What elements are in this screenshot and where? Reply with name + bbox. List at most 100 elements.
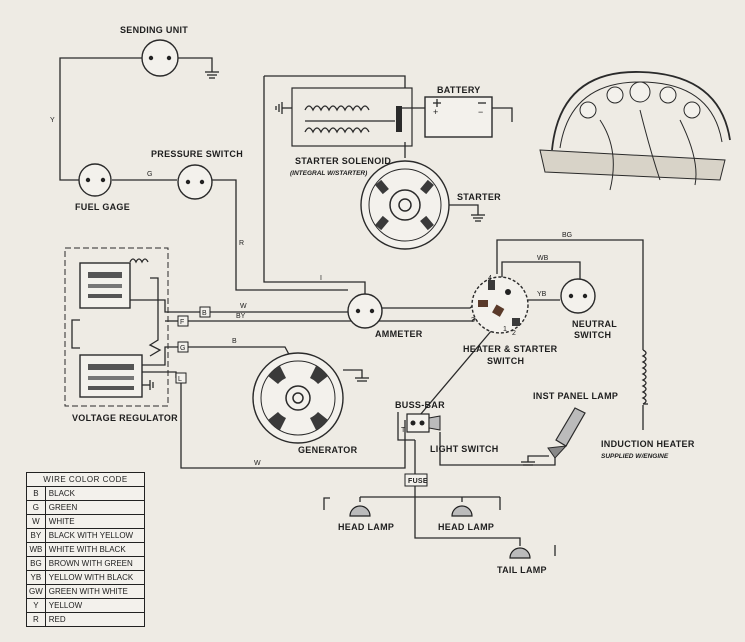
neutral-switch <box>560 278 596 314</box>
legend-color-name: RED <box>44 612 146 627</box>
wire-by <box>188 311 485 322</box>
light-switch <box>397 412 441 441</box>
tail-lamp <box>509 545 556 559</box>
sending-unit <box>141 39 219 79</box>
legend-code: R <box>26 612 46 627</box>
label-starter: STARTER <box>457 192 501 202</box>
tag-minus: − <box>478 107 483 117</box>
wire-tags: Y G R I W BY B W BG WB YB B F G L + − T … <box>50 107 572 467</box>
tag-r: R <box>239 240 244 247</box>
legend-color-name: BLACK <box>44 486 146 501</box>
legend-code: GW <box>26 584 46 599</box>
tag-w-bottom: W <box>254 460 261 467</box>
label-sending-unit: SENDING UNIT <box>120 25 188 35</box>
legend-code: Y <box>26 598 46 613</box>
label-neutral-switch-2: SWITCH <box>574 330 611 340</box>
legend-code: G <box>26 500 46 515</box>
label-buss-bar: BUSS-BAR <box>395 400 445 410</box>
wires <box>59 57 644 546</box>
legend-color-name: BLACK WITH YELLOW <box>44 528 146 543</box>
tag-i: I <box>320 275 322 282</box>
legend-color-name: YELLOW <box>44 598 146 613</box>
legend-code: B <box>26 486 46 501</box>
tag-y: Y <box>50 117 55 124</box>
label-inst-panel-lamp: INST PANEL LAMP <box>533 391 618 401</box>
label-heater-starter-switch-1: HEATER & STARTER <box>463 344 558 354</box>
label-starter-solenoid: STARTER SOLENOID <box>295 156 391 166</box>
legend-code: W <box>26 514 46 529</box>
component-labels: SENDING UNIT PRESSURE SWITCH FUEL GAGE B… <box>72 25 695 575</box>
legend-code: BY <box>26 528 46 543</box>
label-induction-heater-note: SUPPLIED W/ENGINE <box>601 453 669 460</box>
legend-color-name: BROWN WITH GREEN <box>44 556 146 571</box>
label-heater-starter-switch-2: SWITCH <box>487 356 524 366</box>
tag-switch-t: T <box>401 427 406 434</box>
label-neutral-switch-1: NEUTRAL <box>572 319 617 329</box>
label-fuel-gage: FUEL GAGE <box>75 202 130 212</box>
head-lamp-left <box>323 497 371 517</box>
label-voltage-regulator: VOLTAGE REGULATOR <box>72 413 178 423</box>
head-lamp-right <box>451 497 501 517</box>
tag-yb: YB <box>537 291 547 298</box>
legend-color-name: GREEN WITH WHITE <box>44 584 146 599</box>
tag-term-l: L <box>178 376 182 383</box>
starter <box>360 160 485 250</box>
inst-panel-lamp <box>521 407 586 466</box>
tag-plus: + <box>433 107 438 117</box>
voltage-regulator <box>64 247 200 407</box>
fuse <box>404 473 428 487</box>
tag-term-b: B <box>202 310 207 317</box>
ammeter <box>347 293 383 329</box>
label-light-switch: LIGHT SWITCH <box>430 444 499 454</box>
fuel-gage <box>78 163 112 197</box>
wire-r <box>212 179 348 291</box>
tag-bg: BG <box>562 232 572 239</box>
label-generator: GENERATOR <box>298 445 358 455</box>
wire-y <box>59 57 143 181</box>
legend-code: YB <box>26 570 46 585</box>
legend-color-name: GREEN <box>44 500 146 515</box>
battery <box>424 96 493 138</box>
regulator-terminals <box>175 306 211 384</box>
tag-b-gen: B <box>232 338 237 345</box>
tag-term-f: F <box>180 319 184 326</box>
tag-by: BY <box>236 313 246 320</box>
generator <box>252 352 369 444</box>
tag-switch-1: 1 <box>503 326 507 333</box>
dashboard-illustration <box>539 71 731 191</box>
wire-solenoid-loop <box>264 75 406 88</box>
tag-wb: WB <box>537 255 549 262</box>
label-head-lamp-right: HEAD LAMP <box>438 522 494 532</box>
tag-term-g: G <box>180 345 185 352</box>
label-battery: BATTERY <box>437 85 481 95</box>
wire-fuse-tail <box>414 486 521 546</box>
legend-title: WIRE COLOR CODE <box>26 472 145 487</box>
label-pressure-switch: PRESSURE SWITCH <box>151 149 243 159</box>
tag-switch-4: 4 <box>488 275 492 282</box>
label-starter-solenoid-note: (INTEGRAL W/STARTER) <box>290 170 367 177</box>
legend-color-name: YELLOW WITH BLACK <box>44 570 146 585</box>
label-induction-heater: INDUCTION HEATER <box>601 439 695 449</box>
legend-code: BG <box>26 556 46 571</box>
label-head-lamp-left: HEAD LAMP <box>338 522 394 532</box>
wire-wb <box>501 261 581 282</box>
pressure-switch <box>177 164 213 200</box>
wire-panel-lamp <box>439 432 556 466</box>
wire-battery-ground <box>492 107 513 122</box>
heater-starter-switch <box>471 276 529 334</box>
tag-g: G <box>147 171 152 178</box>
label-ammeter: AMMETER <box>375 329 423 339</box>
